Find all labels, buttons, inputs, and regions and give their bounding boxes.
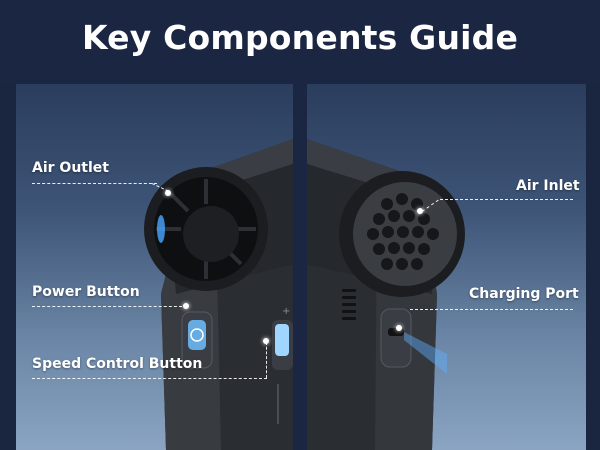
plus-icon: + bbox=[282, 306, 290, 317]
marker-charging-port bbox=[396, 325, 402, 331]
right-product-panel bbox=[307, 84, 586, 450]
device-back-illustration bbox=[307, 139, 465, 450]
side-vent-slots bbox=[342, 289, 356, 320]
page-title: Key Components Guide bbox=[81, 18, 519, 57]
leader-charging-port bbox=[410, 309, 573, 310]
marker-air-outlet bbox=[165, 190, 171, 196]
left-product-panel: + bbox=[16, 84, 293, 450]
marker-air-inlet bbox=[417, 208, 423, 214]
label-air-inlet: Air Inlet bbox=[516, 178, 580, 194]
label-power-button: Power Button bbox=[32, 284, 140, 300]
header-banner bbox=[0, 0, 600, 84]
panel-divider bbox=[293, 84, 307, 450]
outlet-hub bbox=[183, 206, 239, 262]
device-front-illustration: + bbox=[144, 139, 293, 450]
power-symbol-icon bbox=[190, 328, 204, 342]
leader-speed-control-vertical bbox=[266, 342, 267, 378]
marker-power-button bbox=[183, 303, 189, 309]
leader-power-button bbox=[32, 306, 182, 307]
outlet-blue-glow bbox=[157, 215, 165, 243]
charging-light-beam bbox=[404, 332, 447, 374]
leader-air-outlet bbox=[32, 183, 157, 184]
speed-button-glow bbox=[275, 324, 289, 356]
label-air-outlet: Air Outlet bbox=[32, 160, 109, 176]
marker-speed-control-button bbox=[263, 338, 269, 344]
leader-air-inlet bbox=[440, 199, 573, 200]
label-speed-control-button: Speed Control Button bbox=[32, 356, 203, 372]
charging-port-housing bbox=[380, 308, 412, 368]
power-button-glow bbox=[188, 320, 206, 350]
honeycomb-pattern bbox=[367, 193, 439, 270]
label-charging-port: Charging Port bbox=[469, 286, 579, 302]
leader-speed-control-button bbox=[32, 378, 267, 379]
